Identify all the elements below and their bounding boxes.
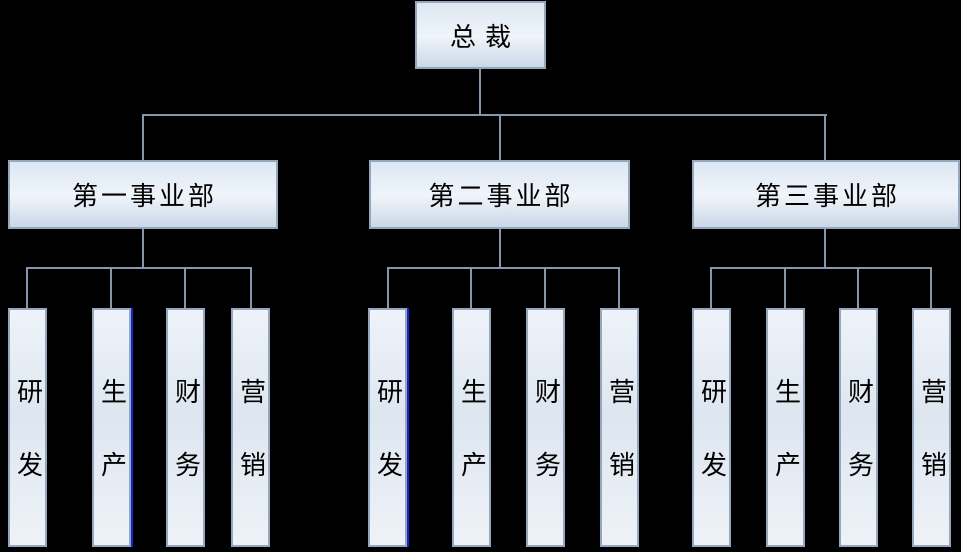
department-box-marketing: 营销	[600, 308, 639, 547]
connector-drop-dept	[857, 267, 859, 308]
department-label: 生产	[96, 378, 127, 524]
connector-drop-dept	[710, 267, 712, 308]
connector-drop-division-1	[142, 114, 144, 161]
division-1-box: 第一事业部	[8, 160, 278, 229]
connector-division-2-horizontal	[387, 267, 620, 269]
connector-drop-dept	[618, 267, 620, 308]
connector-drop-dept	[387, 267, 389, 308]
connector-division-1-horizontal	[26, 267, 252, 269]
division-3-label: 第三事业部	[754, 182, 900, 212]
department-label: 营销	[235, 378, 266, 524]
department-label: 生产	[456, 378, 487, 524]
division-3-box: 第三事业部	[692, 160, 960, 229]
department-label: 营销	[604, 378, 635, 524]
connector-drop-division-2	[499, 114, 501, 161]
department-label: 研发	[696, 378, 727, 524]
connector-drop-dept	[110, 267, 112, 308]
connector-division-2-riser	[499, 229, 501, 268]
connector-drop-dept	[26, 267, 28, 308]
root-box-label: 总裁	[449, 22, 520, 53]
department-box-rd: 研发	[8, 308, 47, 547]
department-label: 财务	[530, 378, 561, 524]
department-box-rd: 研发	[692, 308, 731, 547]
connector-division-3-riser	[824, 229, 826, 268]
department-label: 研发	[372, 378, 403, 524]
connector-drop-dept	[544, 267, 546, 308]
division-2-label: 第二事业部	[428, 182, 574, 212]
department-box-marketing: 营销	[231, 308, 270, 547]
connector-drop-dept	[930, 267, 932, 308]
division-2-box: 第二事业部	[369, 160, 630, 229]
department-label: 研发	[12, 378, 43, 524]
connector-root-riser	[479, 69, 481, 115]
connector-drop-dept	[250, 267, 252, 308]
connector-drop-dept	[184, 267, 186, 308]
department-box-finance: 财务	[839, 308, 878, 547]
department-label: 财务	[843, 378, 874, 524]
department-box-finance: 财务	[166, 308, 205, 547]
department-box-production: 生产	[452, 308, 491, 547]
connector-drop-dept	[784, 267, 786, 308]
department-label: 生产	[770, 378, 801, 524]
department-box-production: 生产	[766, 308, 805, 547]
department-box-production: 生产	[92, 308, 131, 547]
root-box-president: 总裁	[415, 1, 546, 69]
connector-drop-division-3	[824, 114, 826, 161]
connector-level1-horizontal	[142, 114, 827, 116]
department-label: 营销	[916, 378, 947, 524]
department-label: 财务	[170, 378, 201, 524]
division-1-label: 第一事业部	[71, 182, 217, 212]
department-box-finance: 财务	[526, 308, 565, 547]
connector-division-1-riser	[142, 229, 144, 268]
department-box-rd: 研发	[368, 308, 407, 547]
department-box-marketing: 营销	[912, 308, 951, 547]
connector-division-3-horizontal	[710, 267, 932, 269]
connector-drop-dept	[470, 267, 472, 308]
